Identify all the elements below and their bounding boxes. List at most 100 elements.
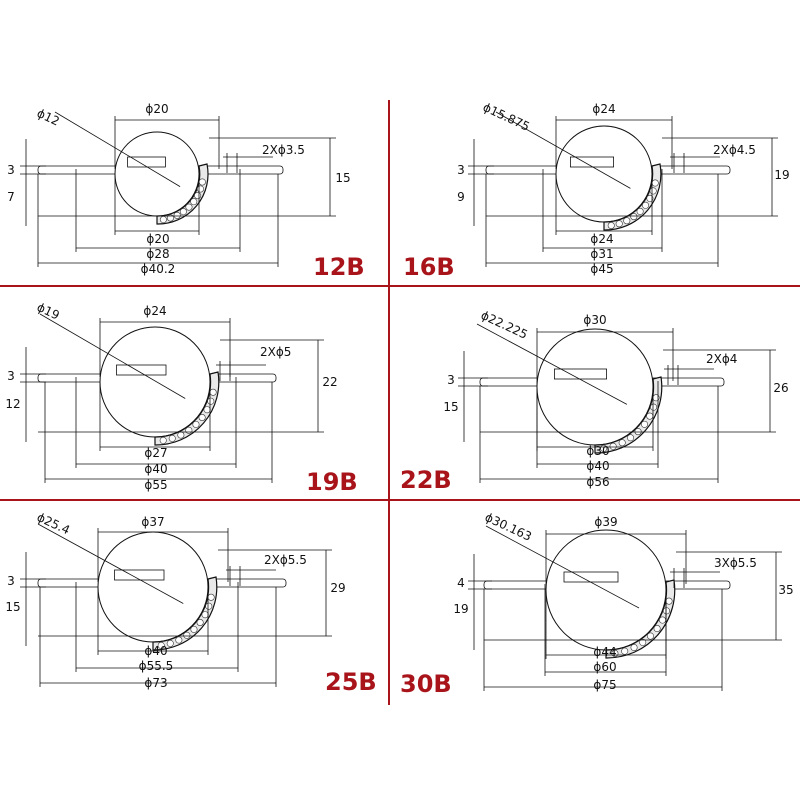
bearing-ball <box>194 192 202 200</box>
bottom-diameter-3-label: ϕ75 <box>593 678 616 692</box>
bearing-ball <box>639 638 647 646</box>
lower-height-label: 7 <box>7 190 15 204</box>
bottom-diameter-1-label: ϕ30 <box>586 444 609 458</box>
flange-left <box>485 165 567 175</box>
panel-12b: ϕ12 ϕ20 2Xϕ3.5 3 7 15 ϕ20 ϕ28 ϕ40.2 12B <box>7 102 365 281</box>
bearing-ball <box>196 185 204 193</box>
retaining-lip <box>114 569 165 581</box>
bearing-ball <box>198 178 206 186</box>
retaining-lip <box>116 364 167 376</box>
lower-height-label: 9 <box>457 190 465 204</box>
bearing-ball <box>205 602 213 610</box>
bottom-diameter-3-label: ϕ40.2 <box>141 262 176 276</box>
model-label: 12B <box>313 253 365 281</box>
top-diameter-label: ϕ37 <box>141 515 164 529</box>
ball-diameter-label: ϕ15.875 <box>481 100 532 134</box>
bearing-ball <box>203 406 211 414</box>
mounting-holes-label: 2Xϕ5.5 <box>264 553 307 567</box>
ball-diameter-label: ϕ22.225 <box>479 308 530 342</box>
total-height-label: 19 <box>774 168 789 182</box>
bottom-diameter-2-label: ϕ40 <box>586 459 609 473</box>
bearing-ball <box>198 414 206 422</box>
ball-transfer-drawing <box>20 523 332 687</box>
lower-height-label: 12 <box>5 397 20 411</box>
ball-transfer-drawing <box>468 525 782 691</box>
lower-height-label: 19 <box>453 602 468 616</box>
flange-thickness-label: 3 <box>7 574 15 588</box>
panel-22b: ϕ22.225 ϕ30 2Xϕ4 3 15 26 ϕ30 ϕ40 ϕ56 22B <box>400 308 789 494</box>
bearing-ball <box>646 632 654 640</box>
mounting-holes-label: 2Xϕ3.5 <box>262 143 305 157</box>
bottom-diameter-1-label: ϕ44 <box>593 645 616 659</box>
bearing-ball <box>196 619 204 627</box>
total-height-label: 29 <box>330 581 345 595</box>
bearing-ball <box>201 611 209 619</box>
flange-thickness-label: 3 <box>457 163 465 177</box>
main-ball <box>555 125 653 223</box>
model-label: 30B <box>400 670 452 698</box>
bearing-ball <box>609 442 617 450</box>
model-label: 19B <box>306 468 358 496</box>
ball-transfer-drawing <box>468 111 778 267</box>
bottom-diameter-2-label: ϕ55.5 <box>139 659 174 673</box>
bottom-diameter-3-label: ϕ73 <box>144 676 167 690</box>
lower-height-label: 15 <box>5 600 20 614</box>
flange-left <box>37 373 111 383</box>
bearing-ball <box>663 607 671 615</box>
ball-diameter-leader <box>495 111 631 189</box>
bearing-ball <box>651 179 659 187</box>
bearing-ball <box>157 641 165 649</box>
flange-thickness-label: 4 <box>457 576 465 590</box>
bottom-diameter-1-label: ϕ40 <box>144 644 167 658</box>
ball-diameter-label: ϕ25.4 <box>35 510 72 537</box>
top-diameter-label: ϕ39 <box>594 515 617 529</box>
flange-thickness-label: 3 <box>7 163 15 177</box>
bearing-ball <box>159 436 167 444</box>
bearing-ball <box>159 216 167 224</box>
bearing-ball <box>650 403 658 411</box>
bearing-ball <box>630 644 638 652</box>
bottom-diameter-1-label: ϕ27 <box>144 446 167 460</box>
bottom-diameter-3-label: ϕ56 <box>586 475 609 489</box>
bearing-ball <box>649 187 657 195</box>
bottom-diameter-1-label: ϕ20 <box>146 232 169 246</box>
ball-diameter-leader <box>476 323 628 405</box>
bearing-ball <box>190 625 198 633</box>
bearing-ball <box>621 647 629 655</box>
panel-16b: ϕ15.875 ϕ24 2Xϕ4.5 3 9 19 ϕ24 ϕ31 ϕ45 16… <box>403 100 790 281</box>
total-height-label: 22 <box>322 375 337 389</box>
bottom-diameter-1-label: ϕ24 <box>590 232 613 246</box>
bearing-ball <box>173 211 181 219</box>
bearing-ball <box>175 636 183 644</box>
top-diameter-label: ϕ30 <box>583 313 606 327</box>
bearing-ball <box>177 431 185 439</box>
bearing-ball <box>185 426 193 434</box>
ball-diameter-label: ϕ12 <box>35 106 62 128</box>
bearing-ball <box>618 439 626 447</box>
top-diameter-label: ϕ24 <box>143 304 166 318</box>
bearing-ball <box>646 412 654 420</box>
bearing-ball <box>185 203 193 211</box>
mounting-holes-label: 3Xϕ5.5 <box>714 556 757 570</box>
total-height-label: 26 <box>773 381 788 395</box>
bottom-diameter-2-label: ϕ31 <box>590 247 613 261</box>
ball-diameter-label: ϕ30.163 <box>483 510 534 544</box>
total-height-label: 35 <box>778 583 793 597</box>
mounting-holes-label: 2Xϕ4 <box>706 352 737 366</box>
bearing-ball <box>166 639 174 647</box>
panel-30b: ϕ30.163 ϕ39 3Xϕ5.5 4 19 35 ϕ44 ϕ60 ϕ75 3… <box>400 510 794 698</box>
bearing-ball <box>627 434 635 442</box>
bearing-ball <box>659 616 667 624</box>
main-ball <box>99 326 211 438</box>
bearing-ball <box>653 625 661 633</box>
retaining-lip <box>554 368 608 380</box>
bearing-ball <box>192 420 200 428</box>
lower-height-label: 15 <box>443 400 458 414</box>
bearing-ball <box>207 593 215 601</box>
bearing-ball <box>207 397 215 405</box>
mounting-holes-label: 2Xϕ5 <box>260 345 291 359</box>
ball-transfer-drawing <box>20 111 336 267</box>
mounting-holes-label: 2Xϕ4.5 <box>713 143 756 157</box>
bearing-ball <box>179 208 187 216</box>
bearing-ball <box>623 217 631 225</box>
